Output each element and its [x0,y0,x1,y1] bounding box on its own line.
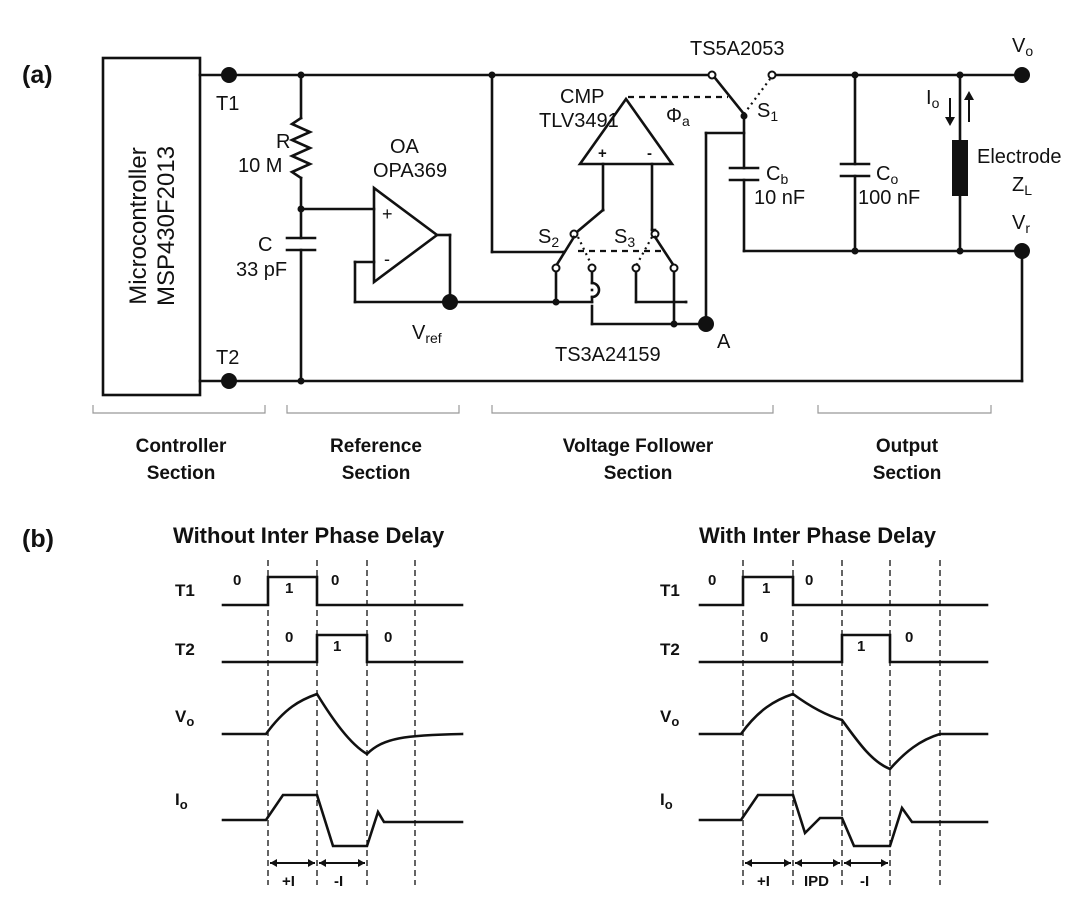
s1-label: S1 [757,100,778,124]
microcontroller-label: Microcontroller [125,147,152,304]
timing-without-ipd: Without Inter Phase Delay T1 T2 Vo Io 0 … [173,523,464,890]
current-arrows [945,91,974,126]
opamp-model: OPA369 [373,160,447,182]
svg-text:Output: Output [876,436,939,457]
svg-text:Reference: Reference [330,436,422,457]
switch-s2-s3 [551,208,679,273]
signal-t2-label: T2 [175,640,195,659]
svg-text:Section: Section [342,463,411,484]
panel-b-label: (b) [22,525,54,553]
terminal-vref: Vref [412,294,458,346]
comparator-label: CMP [560,86,604,108]
svg-text:Vr: Vr [1012,212,1030,236]
svg-text:0: 0 [708,572,716,589]
signal-io-label-right: Io [660,790,673,812]
section-reference: Reference Section [330,436,422,484]
timing-title-left: Without Inter Phase Delay [173,523,445,548]
section-output: Output Section [873,436,942,484]
svg-text:1: 1 [857,638,865,655]
interval-ipd: IPD [804,873,829,890]
interval-minus-i-right: -I [860,873,869,890]
section-controller: Controller Section [136,436,227,484]
interval-plus-i: +I [282,873,295,890]
terminal-a: A [698,316,731,353]
signal-t1-label: T1 [175,581,195,600]
svg-text:T2: T2 [216,347,239,369]
cmp-plus: + [598,145,607,162]
svg-text:Section: Section [147,463,216,484]
svg-text:1: 1 [285,580,293,597]
wiring [198,73,1024,383]
svg-text:0: 0 [760,629,768,646]
interval-minus-i: -I [334,873,343,890]
timing-with-ipd: With Inter Phase Delay T1 T2 Vo Io 0 1 0… [660,523,989,890]
cb-value: 10 nF [754,187,805,209]
svg-text:Voltage Follower: Voltage Follower [563,436,714,457]
comparator-model: TLV3491 [539,110,619,132]
svg-text:Section: Section [604,463,673,484]
switch-s1 [628,70,777,120]
resistor-value: 10 M [238,155,282,177]
svg-text:Vref: Vref [412,322,442,346]
terminal-vo: Vo [1012,35,1033,83]
capacitor-c-value: 33 pF [236,259,287,281]
signal-vo-label-right: Vo [660,707,679,729]
terminal-t2: T2 [216,347,239,389]
signal-io-label: Io [175,790,188,812]
electrode-impedance: ZL [1012,174,1032,198]
opamp-label: OA [390,136,420,158]
signal-t1-label-right: T1 [660,581,680,600]
cmp-minus: - [647,145,652,162]
svg-text:Controller: Controller [136,436,227,457]
section-voltage-follower: Voltage Follower Section [563,436,714,484]
interval-plus-i-right: +I [757,873,770,890]
svg-text:Section: Section [873,463,942,484]
svg-text:0: 0 [905,629,913,646]
svg-text:0: 0 [384,629,392,646]
switch1-chip-label: TS5A2053 [690,38,785,60]
opamp-minus: - [384,249,390,269]
signal-vo-label: Vo [175,707,194,729]
opamp-plus: + [382,204,393,224]
terminal-t1: T1 [216,67,239,115]
capacitor-c-name: C [258,234,272,256]
s2-label: S2 [538,226,559,250]
microcontroller-block: Microcontroller MSP430F2013 [101,56,202,397]
svg-text:0: 0 [331,572,339,589]
svg-text:0: 0 [233,572,241,589]
co-label: Co [876,163,898,187]
s3-label: S3 [614,226,635,250]
section-brackets [92,405,992,414]
cb-label: Cb [766,163,788,187]
io-label: Io [926,87,940,111]
resistor-name: R [276,131,290,153]
terminal-vr: Vr [1012,212,1030,259]
panel-a-label: (a) [22,61,53,89]
svg-text:A: A [717,331,731,353]
svg-text:1: 1 [762,580,770,597]
timing-title-right: With Inter Phase Delay [699,523,937,548]
phi-label: Φa [666,105,690,129]
svg-text:0: 0 [285,629,293,646]
junction-dots [297,71,964,385]
switch23-chip-label: TS3A24159 [555,344,661,366]
svg-text:0: 0 [805,572,813,589]
co-value: 100 nF [858,187,920,209]
svg-text:Vo: Vo [1012,35,1033,59]
svg-text:1: 1 [333,638,341,655]
microcontroller-model: MSP430F2013 [153,146,180,306]
signal-t2-label-right: T2 [660,640,680,659]
svg-text:T1: T1 [216,93,239,115]
electrode-label: Electrode [977,146,1062,168]
